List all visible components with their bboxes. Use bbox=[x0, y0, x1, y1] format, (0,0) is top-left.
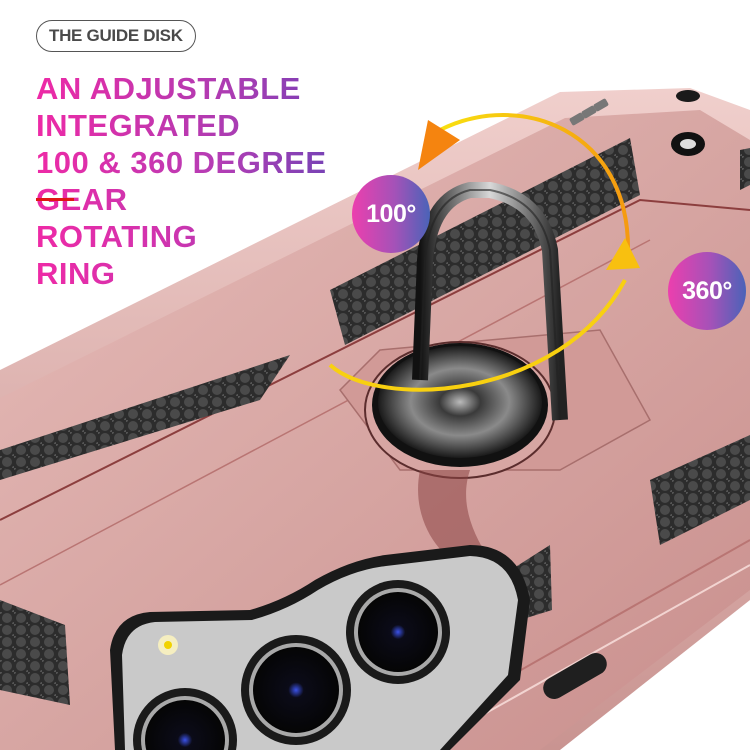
arrow-360-icon bbox=[606, 238, 640, 270]
rotate-360-badge: 360° bbox=[668, 252, 746, 330]
accent-rule bbox=[36, 198, 74, 201]
tilt-100-badge: 100° bbox=[352, 175, 430, 253]
camera-module bbox=[110, 545, 530, 750]
arrow-100-icon bbox=[418, 120, 460, 170]
headline: AN ADJUSTABLE INTEGRATED 100 & 360 DEGRE… bbox=[36, 70, 484, 292]
rotation-arrows bbox=[328, 113, 640, 392]
headline-line-3: ROTATING RING bbox=[36, 218, 276, 292]
guide-disk-tag: THE GUIDE DISK bbox=[36, 20, 196, 52]
headline-line-2: 100 & 360 DEGREE GEAR bbox=[36, 144, 401, 218]
headline-line-1: AN ADJUSTABLE INTEGRATED bbox=[36, 70, 484, 144]
